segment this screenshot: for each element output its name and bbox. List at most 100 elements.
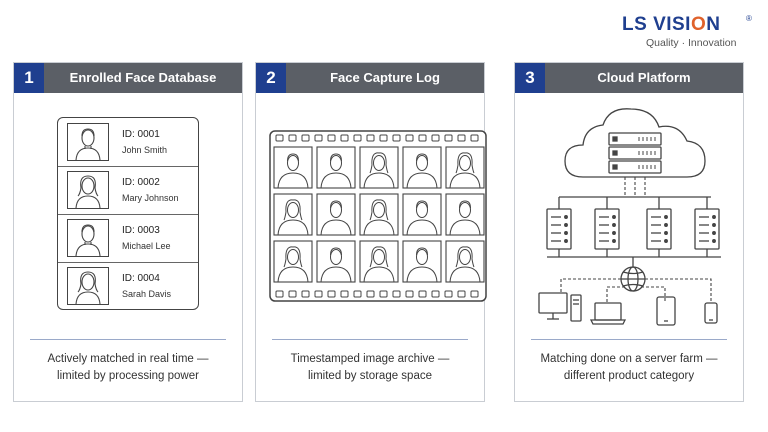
male-face-icon — [320, 247, 352, 283]
sprocket-hole — [353, 290, 362, 298]
panel-header: 2 Face Capture Log — [256, 63, 484, 93]
record-name: John Smith — [122, 145, 168, 155]
sprocket-hole — [444, 290, 453, 298]
caption-line: Timestamped image archive — — [290, 353, 450, 365]
sprocket-hole — [340, 134, 349, 142]
sprocket-hole — [457, 134, 466, 142]
sprocket-hole — [431, 134, 440, 142]
smartphone-icon — [704, 302, 718, 324]
sprocket-hole — [405, 134, 414, 142]
panel-caption: Actively matched in real time — limited … — [20, 351, 236, 385]
caption-divider — [531, 339, 727, 340]
caption-line: limited by storage space — [307, 370, 432, 382]
sprocket-hole — [418, 290, 427, 298]
logo-vision-part1: VISI — [653, 14, 691, 35]
panel-header: 1 Enrolled Face Database — [14, 63, 242, 93]
male-face-icon — [406, 153, 438, 189]
record-name: Michael Lee — [122, 241, 171, 251]
capture-frame — [273, 240, 313, 283]
sprocket-hole — [392, 134, 401, 142]
cloud-platform-illustration — [538, 108, 721, 326]
sprocket-hole — [444, 134, 453, 142]
logo-tagline: Quality · Innovation — [646, 37, 737, 49]
sprocket-hole — [457, 290, 466, 298]
caption-divider — [272, 339, 468, 340]
female-face-icon — [363, 199, 395, 236]
male-face-icon — [406, 247, 438, 283]
female-face-icon — [277, 199, 309, 236]
caption-line: Matching done on a server farm — — [540, 353, 718, 365]
brand-logo: LS VISION ® Quality · Innovation — [622, 14, 756, 50]
divider — [58, 262, 198, 263]
sprocket-hole — [418, 134, 427, 142]
sprocket-hole — [301, 134, 310, 142]
logo-ls: LS — [622, 14, 648, 35]
record-name: Mary Johnson — [122, 193, 179, 203]
panel-enrolled-face-database: 1 Enrolled Face Database ID: 0001 John S… — [13, 62, 243, 402]
male-face-icon — [277, 153, 309, 189]
female-face-icon — [277, 246, 309, 283]
female-face-icon — [67, 267, 109, 305]
sprocket-hole — [470, 134, 479, 142]
panel-number: 1 — [14, 63, 44, 93]
male-face-icon — [320, 153, 352, 189]
female-face-icon — [67, 171, 109, 209]
database-record: ID: 0001 John Smith — [58, 118, 198, 166]
desktop-computer-icon — [538, 292, 582, 322]
sprocket-hole — [392, 290, 401, 298]
sprocket-hole — [366, 290, 375, 298]
tablet-icon — [656, 296, 676, 326]
panel-caption: Matching done on a server farm — differe… — [521, 351, 737, 385]
sprocket-hole — [314, 134, 323, 142]
face-database-list: ID: 0001 John Smith ID: 0002 Mary Johnso… — [57, 117, 199, 310]
database-record: ID: 0002 Mary Johnson — [58, 166, 198, 214]
capture-frame — [359, 193, 399, 236]
server-tower-icon — [546, 208, 572, 250]
sprocket-hole — [405, 290, 414, 298]
sprocket-hole — [340, 290, 349, 298]
logo-vision-o: O — [690, 14, 707, 35]
panel-title: Face Capture Log — [330, 70, 440, 85]
panel-title: Enrolled Face Database — [69, 70, 217, 85]
panel-face-capture-log: 2 Face Capture Log Timestamped image arc… — [255, 62, 487, 402]
divider — [58, 214, 198, 215]
record-id: ID: 0002 — [122, 177, 160, 188]
record-id: ID: 0003 — [122, 225, 160, 236]
sprocket-hole — [379, 134, 388, 142]
sprocket-hole — [353, 134, 362, 142]
cloud-icon — [564, 108, 706, 178]
divider — [58, 166, 198, 167]
sprocket-hole — [366, 134, 375, 142]
caption-line: different product category — [563, 370, 695, 382]
female-face-icon — [363, 246, 395, 283]
sprocket-hole — [470, 290, 479, 298]
sprocket-hole — [275, 290, 284, 298]
panel-number: 2 — [256, 63, 286, 93]
capture-frame — [445, 193, 485, 236]
sprocket-hole — [275, 134, 284, 142]
male-face-icon — [406, 200, 438, 236]
filmstrip-illustration — [269, 130, 487, 302]
caption-line: Actively matched in real time — — [47, 353, 209, 365]
female-face-icon — [449, 246, 481, 283]
server-tower-icon — [594, 208, 620, 250]
capture-frame — [359, 240, 399, 283]
logo-wordmark: LS VISION — [622, 14, 720, 36]
server-tower-icon — [646, 208, 672, 250]
record-name: Sarah Davis — [122, 289, 172, 299]
male-face-icon — [67, 123, 109, 161]
female-face-icon — [363, 152, 395, 189]
logo-vision-part2: N — [706, 14, 721, 35]
capture-frame — [359, 146, 399, 189]
sprocket-hole — [431, 290, 440, 298]
caption-line: limited by processing power — [57, 370, 199, 382]
male-face-icon — [449, 200, 481, 236]
capture-frame — [445, 146, 485, 189]
record-id: ID: 0004 — [122, 273, 160, 284]
registered-mark: ® — [746, 14, 752, 23]
record-id: ID: 0001 — [122, 129, 160, 140]
sprocket-hole — [327, 134, 336, 142]
female-face-icon — [449, 152, 481, 189]
sprocket-hole — [288, 290, 297, 298]
panel-cloud-platform: 3 Cloud Platform — [514, 62, 744, 402]
